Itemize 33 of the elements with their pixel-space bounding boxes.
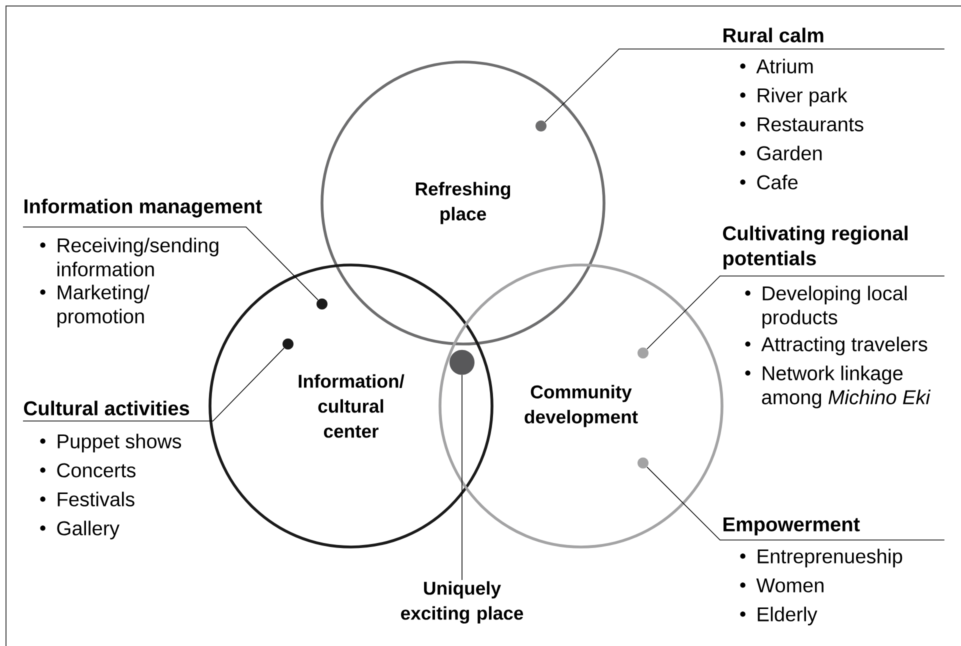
leader-line (22, 348, 284, 422)
dot (316, 298, 328, 310)
leader-line (646, 276, 722, 350)
list-item: Elderly (740, 606, 818, 626)
heading: Empowerment (724, 517, 860, 536)
leader-line (544, 48, 722, 122)
list-item: Restaurants (740, 117, 864, 132)
list-item: Cafe (740, 174, 798, 190)
list-item: Attracting travelers (745, 336, 928, 356)
list-item: Entreprenueship (740, 548, 902, 568)
list-item: River park (740, 88, 848, 106)
leader-line (646, 466, 722, 540)
dot (282, 338, 294, 350)
list-item: Network linkage among Michino Eki (745, 366, 931, 408)
heading: Rural calm (724, 28, 824, 42)
dot (638, 458, 648, 468)
list-item: Garden (740, 146, 822, 160)
dot (536, 120, 546, 132)
list-item: Concerts (40, 463, 136, 478)
list-item: Gallery (40, 520, 120, 540)
heading: Cultivating regional potentials (723, 226, 908, 270)
leader-line (22, 226, 318, 300)
heading: Cultural activities (24, 400, 190, 416)
dot (450, 350, 474, 375)
heading: Information management (24, 198, 262, 218)
label-text: Uniquely exciting place (401, 581, 524, 624)
list-item: Developing local products (745, 286, 907, 328)
dot (638, 348, 648, 358)
list-item: Women (740, 578, 824, 592)
list-item: Marketing/ promotion (40, 284, 150, 328)
list-item: Puppet shows (40, 434, 182, 452)
list-item: Atrium (740, 58, 813, 74)
list-item: Festivals (40, 492, 134, 506)
